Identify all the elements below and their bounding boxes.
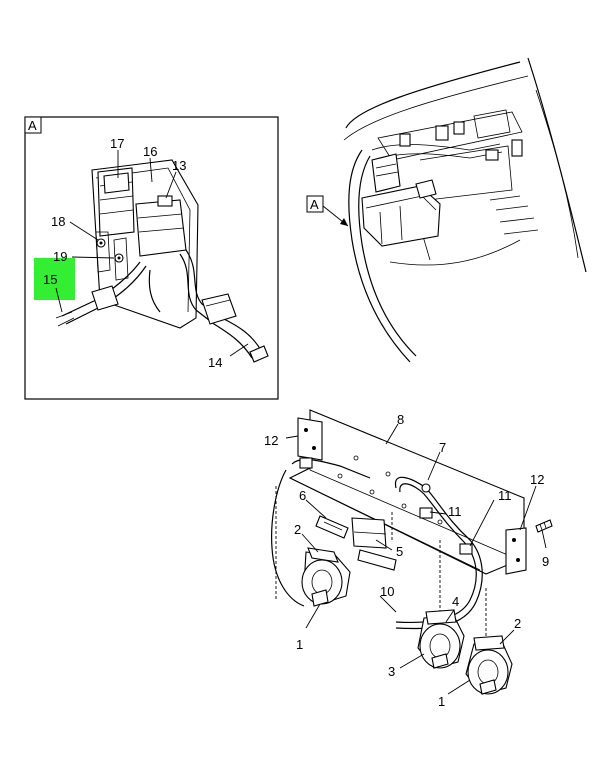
callout-1-left: 1 xyxy=(296,637,303,652)
callout-11-mid: 11 xyxy=(448,504,462,519)
callout-17: 17 xyxy=(110,136,124,151)
callout-6: 6 xyxy=(299,488,306,503)
callout-4: 4 xyxy=(452,594,459,609)
callout-2-left: 2 xyxy=(294,522,301,537)
slotted-bracket-6 xyxy=(315,515,349,539)
callout-11-right: 11 xyxy=(498,488,512,503)
callout-18: 18 xyxy=(51,214,65,229)
detail-label-box xyxy=(24,116,42,134)
dash-area: A xyxy=(306,57,587,363)
callout-14: 14 xyxy=(208,355,222,370)
callout-19: 19 xyxy=(53,249,67,264)
bracket-8 xyxy=(288,409,525,575)
detail-view-a: A xyxy=(24,116,279,400)
view-pointer-label: A xyxy=(310,197,319,212)
view-pointer-box xyxy=(306,195,324,213)
callout-10: 10 xyxy=(380,584,394,599)
harness-7a xyxy=(291,458,371,479)
callout-12-left: 12 xyxy=(264,433,278,448)
callout-1-right: 1 xyxy=(438,694,445,709)
bolt-9 xyxy=(535,519,553,533)
dash-top-edge xyxy=(345,61,521,129)
callout-15: 15 xyxy=(43,272,57,287)
callout-8: 8 xyxy=(397,412,404,427)
callout-15-highlight xyxy=(34,258,75,300)
harness-14 xyxy=(179,249,269,363)
callout-2-right: 2 xyxy=(514,616,521,631)
module-housing xyxy=(91,159,199,329)
callout-7: 7 xyxy=(439,440,446,455)
callout-12-right: 12 xyxy=(530,472,544,487)
callout-5: 5 xyxy=(396,544,403,559)
wires-15 xyxy=(55,261,161,327)
detail-label: A xyxy=(28,118,37,133)
bracket-assembly: 12 8 7 6 2 11 12 9 5 10 4 2 1 3 1 11 xyxy=(264,409,553,709)
callout-9: 9 xyxy=(542,554,549,569)
callout-3: 3 xyxy=(388,664,395,679)
dash-right-edge xyxy=(527,57,587,273)
dash-harness xyxy=(348,149,411,363)
callout-13: 13 xyxy=(172,158,186,173)
callout-16: 16 xyxy=(143,144,157,159)
detail-frame xyxy=(24,116,279,400)
